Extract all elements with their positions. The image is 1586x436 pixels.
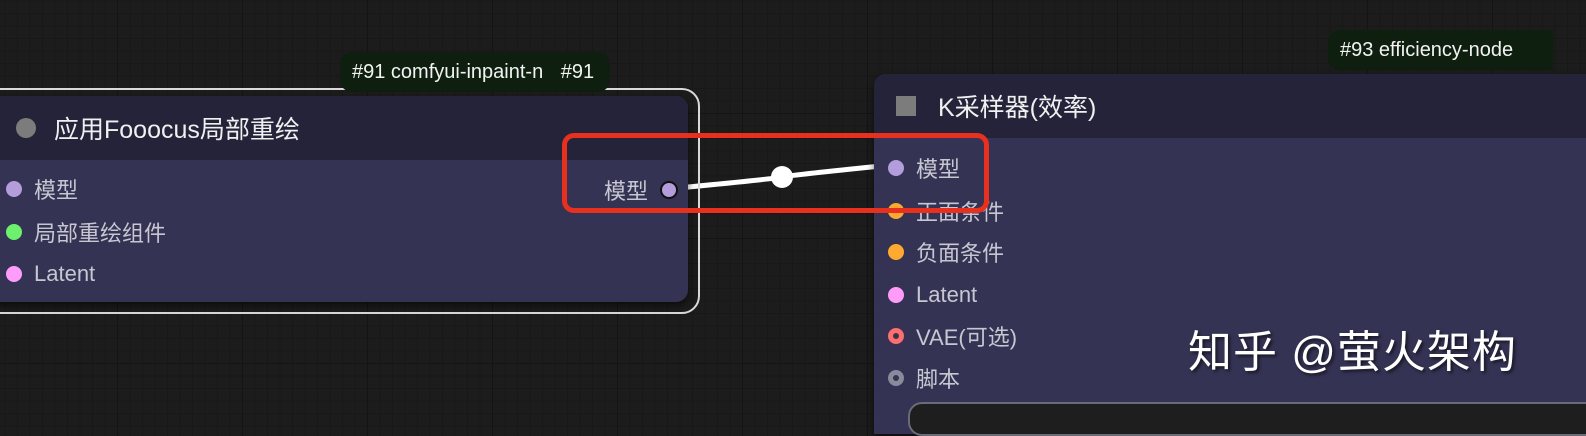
- node-apply-fooocus-inpaint[interactable]: 应用Fooocus局部重绘 模型 局部重绘组件 Latent 模型: [0, 96, 688, 302]
- node-91-input-inpaint-patch[interactable]: 局部重绘组件: [6, 217, 166, 247]
- node-91-output-model[interactable]: 模型: [604, 175, 678, 205]
- collapse-square-icon[interactable]: [896, 96, 916, 116]
- model-connection-highlight: [562, 133, 989, 213]
- node-93-input-vae-optional[interactable]: VAE(可选): [888, 321, 1017, 351]
- script-socket-icon[interactable]: [888, 370, 904, 386]
- node-93-input-model[interactable]: 模型: [888, 153, 960, 183]
- node-91-badge-label: #91 comfyui-inpaint-n: [352, 61, 544, 83]
- vae-optional-socket-icon[interactable]: [888, 328, 904, 344]
- node-91-badge-id: #91: [560, 61, 595, 83]
- node-91-input-latent[interactable]: Latent: [6, 259, 95, 289]
- collapse-dot-icon[interactable]: [16, 118, 36, 138]
- node-91-header[interactable]: 应用Fooocus局部重绘: [0, 96, 688, 160]
- latent-socket-icon[interactable]: [6, 266, 22, 282]
- node-k-sampler-efficient[interactable]: K采样器(效率) 模型 正面条件 负面条件 Latent VAE(可选) 脚本: [874, 74, 1586, 434]
- node-91-title: 应用Fooocus局部重绘: [54, 116, 300, 144]
- node-91-group-badge: #91 comfyui-inpaint-n #91: [340, 52, 611, 92]
- model-socket-icon[interactable]: [888, 160, 904, 176]
- model-socket-icon[interactable]: [6, 181, 22, 197]
- node-93-badge-label: #93 efficiency-node: [1340, 39, 1514, 61]
- node-93-title: K采样器(效率): [938, 94, 1097, 122]
- inpaint-patch-socket-icon[interactable]: [6, 224, 22, 240]
- latent-socket-icon[interactable]: [888, 287, 904, 303]
- node-93-group-badge: #93 efficiency-node: [1328, 30, 1554, 70]
- node-93-header[interactable]: K采样器(效率): [874, 74, 1586, 138]
- watermark: 知乎 @萤火架构: [1188, 328, 1517, 377]
- negative-conditioning-socket-icon[interactable]: [888, 244, 904, 260]
- node-93-input-latent[interactable]: Latent: [888, 280, 977, 310]
- node-93-widget-top-edge[interactable]: [908, 402, 1586, 436]
- node-93-input-script[interactable]: 脚本: [888, 363, 960, 393]
- node-93-input-negative[interactable]: 负面条件: [888, 237, 1004, 267]
- model-output-socket-icon[interactable]: [660, 181, 678, 199]
- node-91-input-model[interactable]: 模型: [6, 174, 78, 204]
